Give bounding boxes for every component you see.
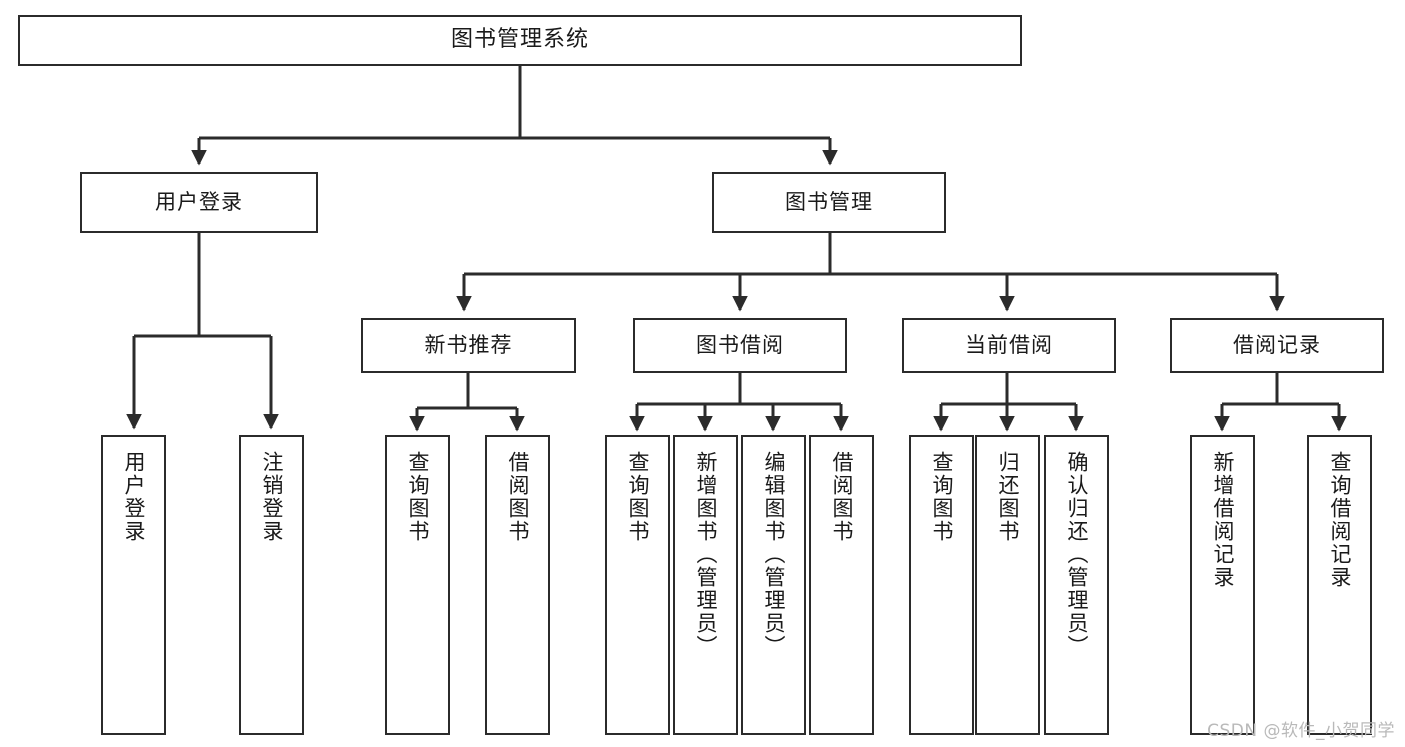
node-leaf-borrow-book-2-label: 借阅图书 bbox=[829, 451, 854, 543]
node-user-login[interactable]: 用户登录 bbox=[80, 172, 318, 233]
node-book-management[interactable]: 图书管理 bbox=[712, 172, 946, 233]
node-leaf-return-book-label: 归还图书 bbox=[995, 451, 1020, 543]
node-borrow-record[interactable]: 借阅记录 bbox=[1170, 318, 1384, 373]
node-new-book-recommend[interactable]: 新书推荐 bbox=[361, 318, 576, 373]
node-leaf-edit-book[interactable]: 编辑图书（管理员） bbox=[741, 435, 806, 735]
node-leaf-user-login[interactable]: 用户登录 bbox=[101, 435, 166, 735]
node-current-borrow-label: 当前借阅 bbox=[965, 332, 1053, 357]
node-leaf-add-book-label: 新增图书（管理员） bbox=[693, 451, 718, 658]
node-book-borrow[interactable]: 图书借阅 bbox=[633, 318, 847, 373]
node-leaf-confirm-return-label: 确认归还（管理员） bbox=[1064, 451, 1089, 658]
node-leaf-query-book-3[interactable]: 查询图书 bbox=[909, 435, 974, 735]
node-book-management-label: 图书管理 bbox=[785, 189, 873, 214]
node-book-borrow-label: 图书借阅 bbox=[696, 332, 784, 357]
node-leaf-query-borrow-record-label: 查询借阅记录 bbox=[1327, 451, 1352, 589]
node-current-borrow[interactable]: 当前借阅 bbox=[902, 318, 1116, 373]
node-leaf-borrow-book-1-label: 借阅图书 bbox=[505, 451, 530, 543]
node-leaf-borrow-book-1[interactable]: 借阅图书 bbox=[485, 435, 550, 735]
node-leaf-query-book-3-label: 查询图书 bbox=[929, 451, 954, 543]
node-leaf-edit-book-label: 编辑图书（管理员） bbox=[761, 451, 786, 658]
node-leaf-query-book-2-label: 查询图书 bbox=[625, 451, 650, 543]
node-leaf-query-book-1-label: 查询图书 bbox=[405, 451, 430, 543]
node-root-system[interactable]: 图书管理系统 bbox=[18, 15, 1022, 66]
node-leaf-user-login-label: 用户登录 bbox=[121, 451, 146, 543]
node-leaf-logout-login-label: 注销登录 bbox=[259, 451, 284, 543]
node-leaf-borrow-book-2[interactable]: 借阅图书 bbox=[809, 435, 874, 735]
node-new-book-recommend-label: 新书推荐 bbox=[424, 332, 513, 357]
node-leaf-query-borrow-record[interactable]: 查询借阅记录 bbox=[1307, 435, 1372, 735]
node-leaf-return-book[interactable]: 归还图书 bbox=[975, 435, 1040, 735]
node-leaf-query-book-1[interactable]: 查询图书 bbox=[385, 435, 450, 735]
node-leaf-add-book[interactable]: 新增图书（管理员） bbox=[673, 435, 738, 735]
node-user-login-label: 用户登录 bbox=[155, 189, 243, 214]
watermark-credit: CSDN @软件_小贺同学 bbox=[1207, 721, 1395, 741]
node-leaf-add-borrow-record-label: 新增借阅记录 bbox=[1210, 451, 1235, 589]
node-leaf-logout-login[interactable]: 注销登录 bbox=[239, 435, 304, 735]
node-leaf-confirm-return[interactable]: 确认归还（管理员） bbox=[1044, 435, 1109, 735]
node-leaf-query-book-2[interactable]: 查询图书 bbox=[605, 435, 670, 735]
node-leaf-add-borrow-record[interactable]: 新增借阅记录 bbox=[1190, 435, 1255, 735]
node-borrow-record-label: 借阅记录 bbox=[1233, 332, 1321, 357]
node-root-system-label: 图书管理系统 bbox=[450, 27, 589, 53]
